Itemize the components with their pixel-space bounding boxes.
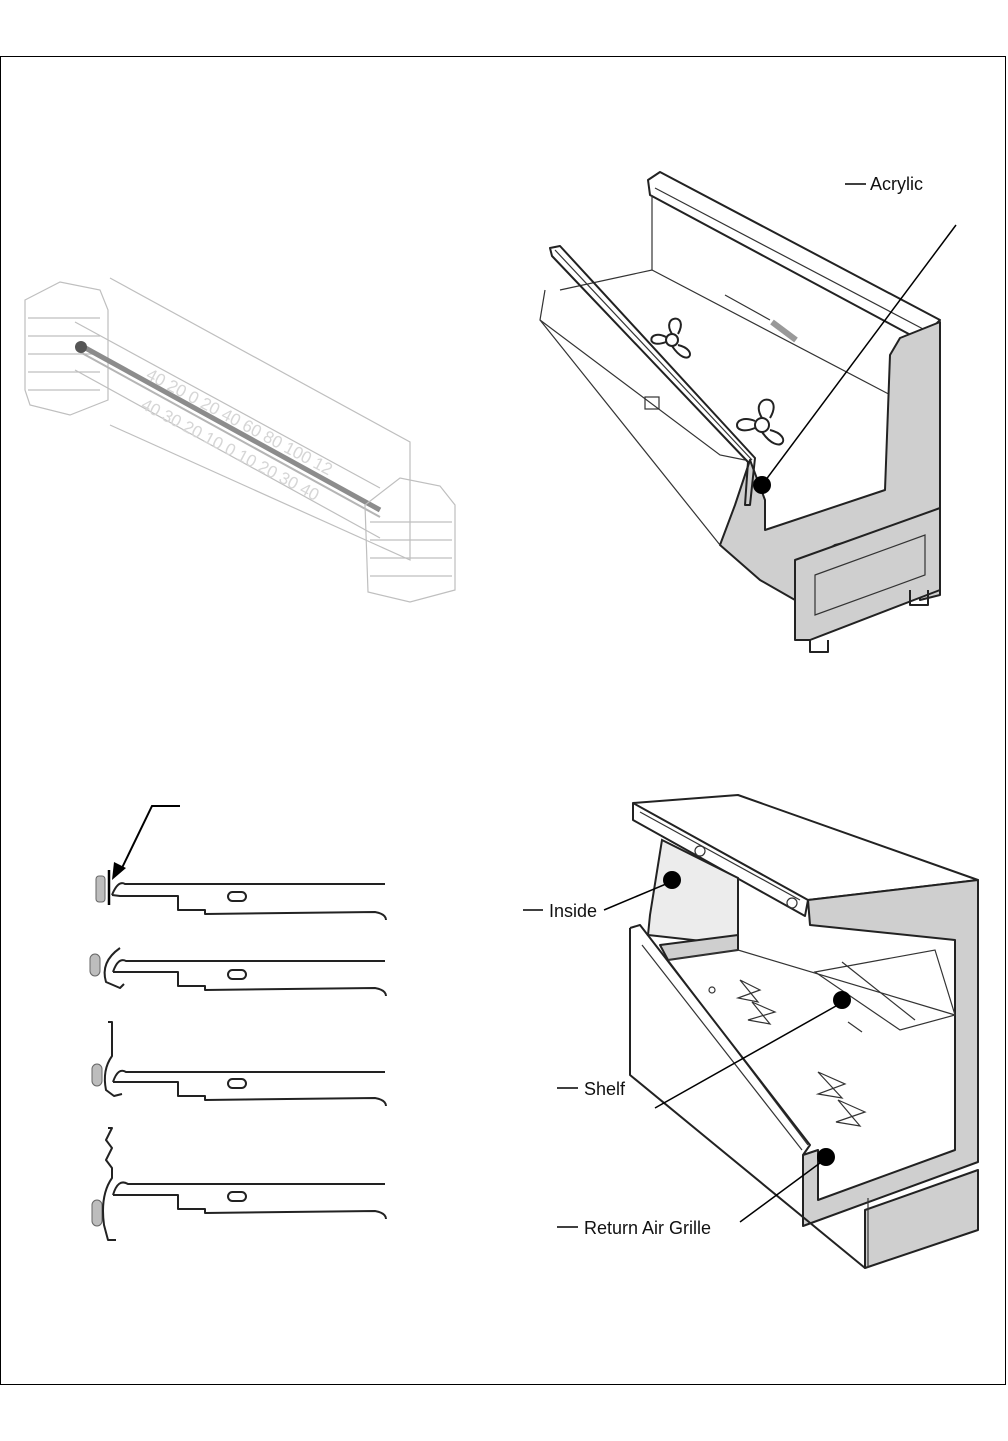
case-interior-illustration: Inside Shelf Return Air Grille bbox=[523, 794, 979, 1269]
acrylic-label: Acrylic bbox=[870, 174, 923, 194]
thermometer-illustration: 40 20 0 20 40 60 80 100 12 40 30 20 10 0… bbox=[24, 277, 456, 603]
shelf-label: Shelf bbox=[584, 1079, 626, 1099]
inside-label: Inside bbox=[549, 901, 597, 921]
shelf-profile-4 bbox=[91, 1127, 387, 1241]
case-acrylic-illustration: Acrylic bbox=[539, 171, 957, 653]
fan-icon bbox=[736, 398, 785, 446]
shelf-profiles-illustration bbox=[89, 805, 387, 1241]
return-air-grille-label: Return Air Grille bbox=[584, 1218, 711, 1238]
shelf-profile-1 bbox=[95, 870, 387, 921]
shelf-profile-2 bbox=[89, 947, 387, 997]
fan-icon bbox=[735, 979, 867, 1127]
shelf-profile-3 bbox=[91, 1021, 387, 1107]
page-frame bbox=[0, 56, 1006, 1385]
fan-icon bbox=[650, 317, 691, 359]
